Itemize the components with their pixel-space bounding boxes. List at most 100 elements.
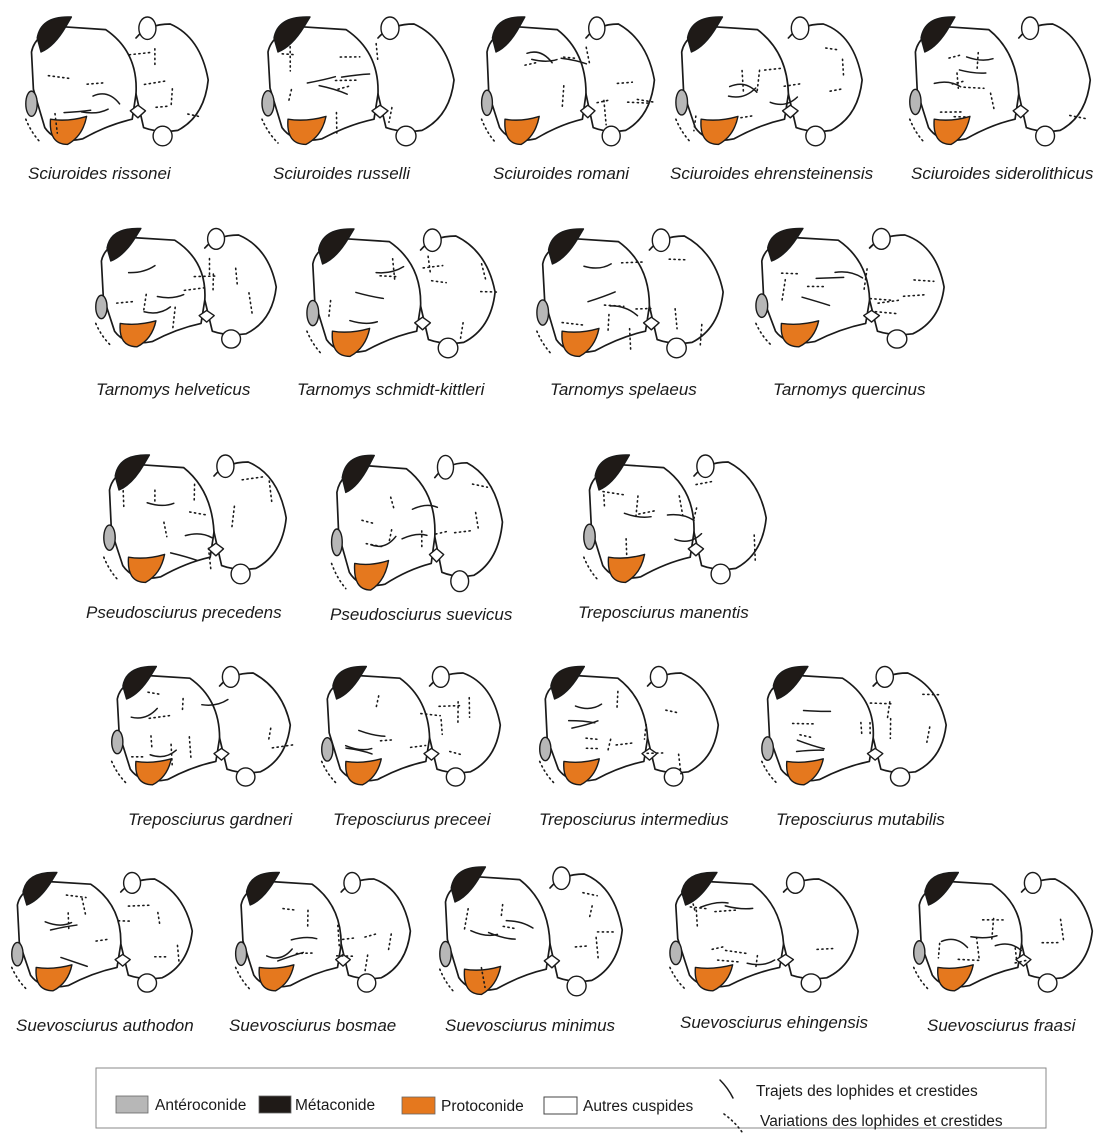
- caption-sciuroides-russelli: Sciuroides russelli: [273, 164, 411, 183]
- crest-line: [291, 938, 316, 940]
- crest-variation-line: [338, 86, 350, 89]
- crest-variation-line: [143, 294, 146, 311]
- crest-line: [150, 750, 176, 756]
- crest-variation-line: [639, 511, 656, 514]
- crest-variation-line: [177, 945, 179, 962]
- crest-line: [797, 740, 824, 749]
- crest-variation-line: [782, 273, 800, 274]
- crest-variation-line: [391, 497, 394, 509]
- anteroconid-shape: [307, 300, 319, 325]
- tooth-sciuroides-russelli: [262, 17, 454, 146]
- crest-variation-line: [388, 934, 391, 952]
- tooth-sciuroides-rissonei: [26, 17, 208, 146]
- crest-variation-line: [589, 906, 592, 919]
- talonid-outline: [1019, 24, 1090, 131]
- crest-variation-line: [949, 55, 961, 58]
- anteroconid-shape: [332, 529, 343, 556]
- hypoconid-shape: [1036, 126, 1055, 146]
- crest-variation-line: [754, 535, 755, 560]
- crest-variation-line: [626, 539, 627, 555]
- hypoconid-shape: [153, 126, 172, 146]
- crest-variation-line: [670, 967, 686, 989]
- protoconid-shape: [36, 965, 72, 991]
- crest-variation-line: [562, 323, 583, 325]
- tooth-pseudosciurus-precedens: [104, 455, 286, 584]
- tooth-suevosciurus-bosmae: [236, 872, 411, 992]
- crest-line: [61, 957, 87, 966]
- crest-variation-line: [269, 481, 272, 505]
- tooth-treposciurus-intermedius: [540, 666, 719, 786]
- hypoconid-shape: [887, 330, 907, 348]
- crest-variation-line: [715, 910, 738, 912]
- entoconid-shape: [876, 667, 893, 688]
- tooth-tarnomys-spelaeus: [537, 229, 723, 358]
- caption-suevosciurus-minimus: Suevosciurus minimus: [445, 1016, 616, 1035]
- caption-suevosciurus-ehingensis: Suevosciurus ehingensis: [680, 1013, 869, 1032]
- tooth-pseudosciurus-suevicus: [332, 455, 503, 591]
- tooth-tarnomys-schmidt-kittleri: [307, 229, 499, 358]
- anteroconid-shape: [537, 300, 549, 325]
- caption-suevosciurus-bosmae: Suevosciurus bosmae: [229, 1016, 396, 1035]
- crest-variation-line: [112, 761, 127, 783]
- tooth-tarnomys-quercinus: [756, 228, 944, 348]
- crest-variation-line: [242, 477, 262, 480]
- protoconid-shape: [355, 560, 389, 590]
- talonid-outline: [649, 236, 723, 343]
- anteroconid-shape: [262, 91, 274, 116]
- crest-variation-line: [693, 508, 696, 521]
- legend-label-dotted-line: Variations des lophides et crestides: [760, 1113, 1003, 1130]
- caption-treposciurus-gardneri: Treposciurus gardneri: [128, 810, 293, 829]
- crest-line: [532, 59, 557, 61]
- crest-line: [804, 711, 831, 712]
- crest-line: [797, 750, 824, 751]
- crest-variation-line: [104, 557, 119, 581]
- anteroconid-shape: [26, 91, 37, 116]
- crest-variation-line: [830, 89, 842, 91]
- metaconid-shape: [342, 455, 374, 492]
- protoconid-shape: [701, 116, 738, 144]
- crest-line: [667, 515, 694, 521]
- crest-variation-line: [322, 761, 337, 783]
- crest-line: [770, 97, 797, 104]
- crest-variation-line: [464, 909, 468, 930]
- entoconid-shape: [553, 867, 570, 889]
- talonid-outline: [435, 463, 503, 576]
- crest-variation-line: [726, 950, 748, 953]
- crest-variation-line: [843, 59, 844, 76]
- entoconid-shape: [650, 667, 667, 688]
- crest-line: [569, 721, 595, 723]
- crest-variation-line: [476, 513, 479, 531]
- crest-line: [802, 297, 829, 305]
- crest-line: [131, 708, 157, 718]
- crest-variation-line: [151, 736, 152, 749]
- crest-variation-line: [616, 743, 632, 745]
- metaconid-shape: [247, 872, 280, 905]
- crest-variation-line: [48, 76, 70, 79]
- crest-variation-line: [421, 714, 440, 716]
- caption-tarnomys-spelaeus: Tarnomys spelaeus: [550, 380, 697, 399]
- crest-line: [350, 321, 377, 324]
- crest-line: [941, 939, 967, 947]
- protoconid-shape: [464, 966, 500, 994]
- crest-line: [816, 277, 843, 278]
- hypoconid-shape: [801, 974, 821, 992]
- crest-line: [610, 306, 637, 316]
- anteroconid-shape: [12, 942, 23, 965]
- entoconid-shape: [787, 873, 805, 894]
- crest-variation-line: [575, 946, 589, 947]
- caption-tarnomys-schmidt-kittleri: Tarnomys schmidt-kittleri: [297, 380, 486, 399]
- crest-variation-line: [742, 71, 743, 94]
- crest-variation-line: [249, 293, 252, 315]
- protoconid-shape: [259, 965, 294, 991]
- crest-variation-line: [875, 312, 896, 314]
- crest-variation-line: [977, 937, 980, 959]
- crest-variation-line: [765, 68, 783, 70]
- tooth-sciuroides-romani: [482, 17, 655, 146]
- crest-variation-line: [450, 752, 462, 755]
- metaconid-shape: [333, 666, 366, 699]
- crest-line: [307, 77, 335, 83]
- crest-line: [675, 534, 702, 542]
- crest-variation-line: [473, 484, 488, 487]
- crest-line: [471, 931, 498, 936]
